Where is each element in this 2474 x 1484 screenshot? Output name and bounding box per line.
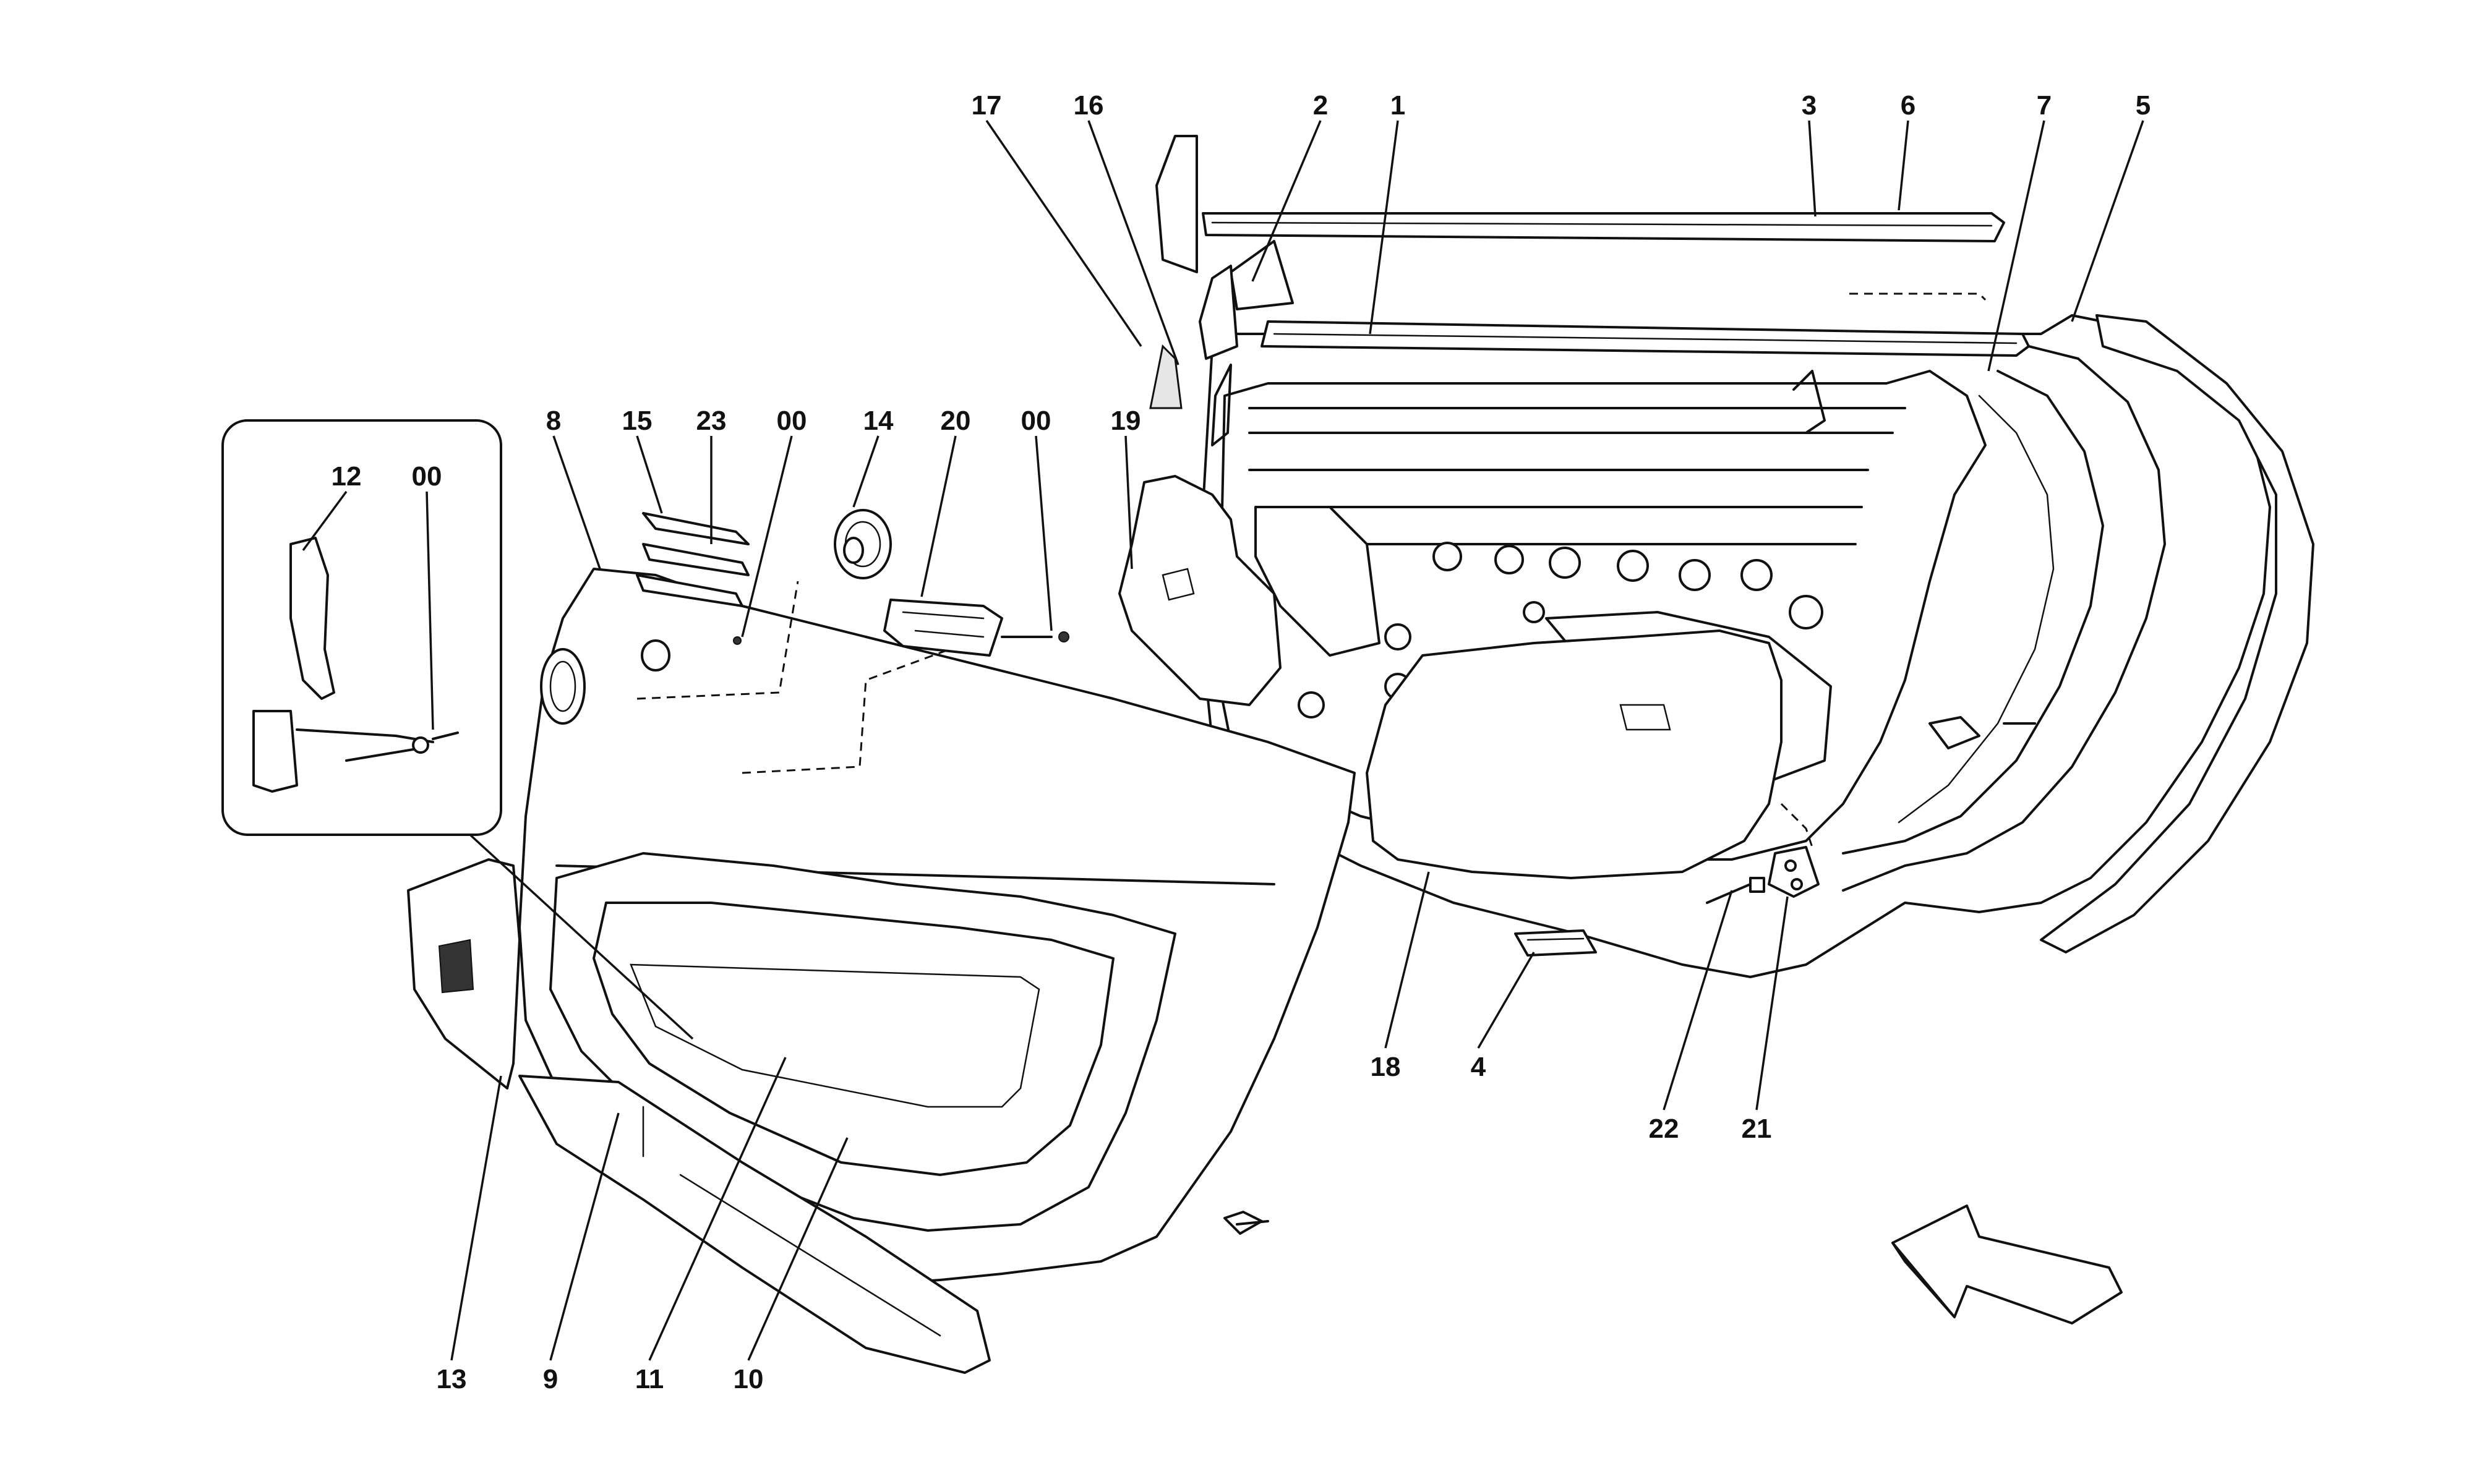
- callout-labels: 17 16 2 1 3 6 7 5 8 15 23 00 14 20 00 19…: [332, 90, 2151, 1394]
- callout-12: 12: [332, 461, 362, 492]
- window-seal-upper: [1202, 212, 2005, 242]
- inset-detail-box: [221, 419, 502, 836]
- leader-dashes: [636, 581, 984, 774]
- speaker-cap: [834, 509, 892, 579]
- callout-17: 17: [972, 90, 1002, 121]
- callout-9: 9: [543, 1364, 558, 1394]
- callout-21: 21: [1742, 1114, 1772, 1144]
- callout-19: 19: [1111, 406, 1141, 436]
- callout-16: 16: [1074, 90, 1104, 121]
- callout-22: 22: [1649, 1114, 1679, 1144]
- callout-00-a: 00: [777, 406, 807, 436]
- callout-6: 6: [1901, 90, 1915, 121]
- callout-8: 8: [546, 406, 561, 436]
- callout-10: 10: [734, 1364, 764, 1394]
- striker-plate: [1768, 846, 1820, 898]
- callout-18: 18: [1371, 1052, 1401, 1082]
- mirror-triangle-trims: [1149, 135, 1294, 409]
- callout-leader-lines: [302, 120, 2144, 1361]
- door-edge-trim: [2040, 314, 2314, 953]
- callout-23: 23: [696, 406, 727, 436]
- callout-11: 11: [635, 1364, 664, 1394]
- callout-13: 13: [437, 1364, 467, 1394]
- callout-1: 1: [1390, 90, 1405, 121]
- callout-14: 14: [863, 406, 894, 436]
- callout-7: 7: [2037, 90, 2052, 121]
- callout-3: 3: [1802, 90, 1817, 121]
- callout-2: 2: [1313, 90, 1328, 121]
- window-switch-strips: [636, 512, 750, 607]
- pin-rod: [1706, 877, 1765, 904]
- insulation-pad-large: [1366, 629, 1783, 879]
- trim-screw: [1223, 1211, 1269, 1235]
- window-seal-lower: [1261, 320, 2030, 357]
- callout-00-c: 00: [412, 461, 442, 492]
- insulation-pad-small: [1118, 475, 1282, 706]
- inner-trim-panel: [518, 568, 1356, 1287]
- callout-00-b: 00: [1021, 406, 1051, 436]
- callout-15: 15: [622, 406, 653, 436]
- small-clip: [1514, 929, 1597, 957]
- callout-4: 4: [1471, 1052, 1486, 1082]
- callout-20: 20: [941, 406, 971, 436]
- switch-module: [883, 599, 1069, 657]
- lower-armrest-trim: [518, 1075, 991, 1374]
- door-pocket-trim: [407, 858, 521, 1090]
- direction-arrow: [1891, 1205, 2123, 1324]
- callout-5: 5: [2136, 90, 2151, 121]
